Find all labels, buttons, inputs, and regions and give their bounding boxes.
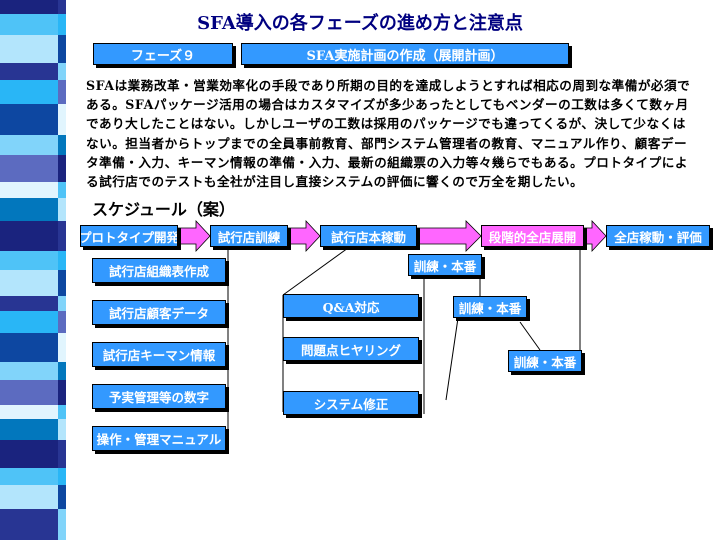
process-step-phased-rollout: 段階的全店展開	[481, 225, 584, 247]
stripe-edge	[58, 182, 66, 198]
support-task-hearing: 問題点ヒヤリング	[283, 337, 419, 361]
stripe-edge	[58, 270, 66, 296]
stripe-band	[0, 0, 58, 14]
training-box: 訓練・本番	[408, 254, 482, 276]
prep-task-budget-figures: 予実管理等の数字	[92, 384, 226, 409]
page-title: SFA導入の各フェーズの進め方と注意点	[197, 13, 523, 34]
stripe-band	[0, 63, 58, 80]
stripe-band	[0, 135, 58, 155]
stripe-edge	[58, 80, 66, 104]
stripe-edge	[58, 251, 66, 270]
training-box: 訓練・本番	[453, 296, 527, 318]
prep-task-keyman-info: 試行店キーマン情報	[92, 342, 226, 367]
stripe-edge	[58, 333, 66, 362]
phase-label: フェーズ９	[93, 43, 233, 65]
stripe-band	[0, 333, 58, 362]
stripe-edge	[58, 440, 66, 468]
stripe-band	[0, 270, 58, 296]
description-paragraph: SFAは業務改革・営業効率化の手段であり所期の目的を達成しようとすれば相応の周到…	[86, 78, 691, 190]
process-step-trial-training: 試行店訓練	[210, 225, 288, 247]
prep-task-customer-data: 試行店顧客データ	[92, 300, 226, 325]
stripe-edge	[58, 63, 66, 80]
stripe-band	[0, 380, 58, 405]
stripe-band	[0, 362, 58, 380]
stripe-band	[0, 182, 58, 198]
support-task-system-fix: システム修正	[283, 391, 419, 415]
stripe-band	[0, 155, 58, 182]
stripe-band	[0, 440, 58, 468]
flow-arrow	[287, 219, 321, 253]
schedule-heading: スケジュール（案）	[92, 200, 235, 219]
stripe-band	[0, 311, 58, 333]
process-step-trial-live: 試行店本稼動	[320, 225, 417, 247]
stripe-edge	[58, 296, 66, 311]
stripe-edge	[58, 0, 66, 14]
stripe-edge	[58, 311, 66, 333]
stripe-band	[0, 485, 58, 509]
prep-task-manual: 操作・管理マニュアル	[92, 426, 226, 451]
stripe-band	[0, 405, 58, 419]
stripe-edge	[58, 362, 66, 380]
stripe-edge	[58, 485, 66, 509]
stripe-band	[0, 296, 58, 311]
stripe-band	[0, 251, 58, 270]
flow-arrow	[416, 220, 482, 252]
process-step-full-operation: 全店稼動・評価	[606, 225, 710, 247]
stripe-edge	[58, 509, 66, 540]
stripe-band	[0, 35, 58, 63]
stripe-band	[0, 14, 58, 35]
stripe-edge	[58, 380, 66, 405]
prep-task-org-chart: 試行店組織表作成	[92, 258, 226, 283]
process-step-prototype: プロトタイプ開発	[80, 225, 178, 247]
phase-title: SFA実施計画の作成（展開計画）	[241, 43, 569, 65]
stripe-edge	[58, 468, 66, 485]
flow-arrow	[177, 219, 211, 253]
stripe-band	[0, 468, 58, 485]
stripe-band	[0, 80, 58, 104]
stripe-edge	[58, 104, 66, 135]
stripe-edge	[58, 198, 66, 221]
stripe-edge	[58, 405, 66, 419]
stripe-edge	[58, 155, 66, 182]
stripe-edge	[58, 221, 66, 251]
support-task-qa: Q&A対応	[283, 294, 419, 318]
training-box: 訓練・本番	[508, 350, 582, 372]
stripe-band	[0, 221, 58, 251]
stripe-band	[0, 419, 58, 440]
decorative-stripe	[0, 0, 66, 540]
stripe-band	[0, 198, 58, 221]
flow-arrow	[583, 219, 607, 253]
stripe-band	[0, 104, 58, 135]
stripe-band	[0, 509, 58, 540]
stripe-edge	[58, 35, 66, 63]
stripe-edge	[58, 14, 66, 35]
stripe-edge	[58, 419, 66, 440]
stripe-edge	[58, 135, 66, 155]
